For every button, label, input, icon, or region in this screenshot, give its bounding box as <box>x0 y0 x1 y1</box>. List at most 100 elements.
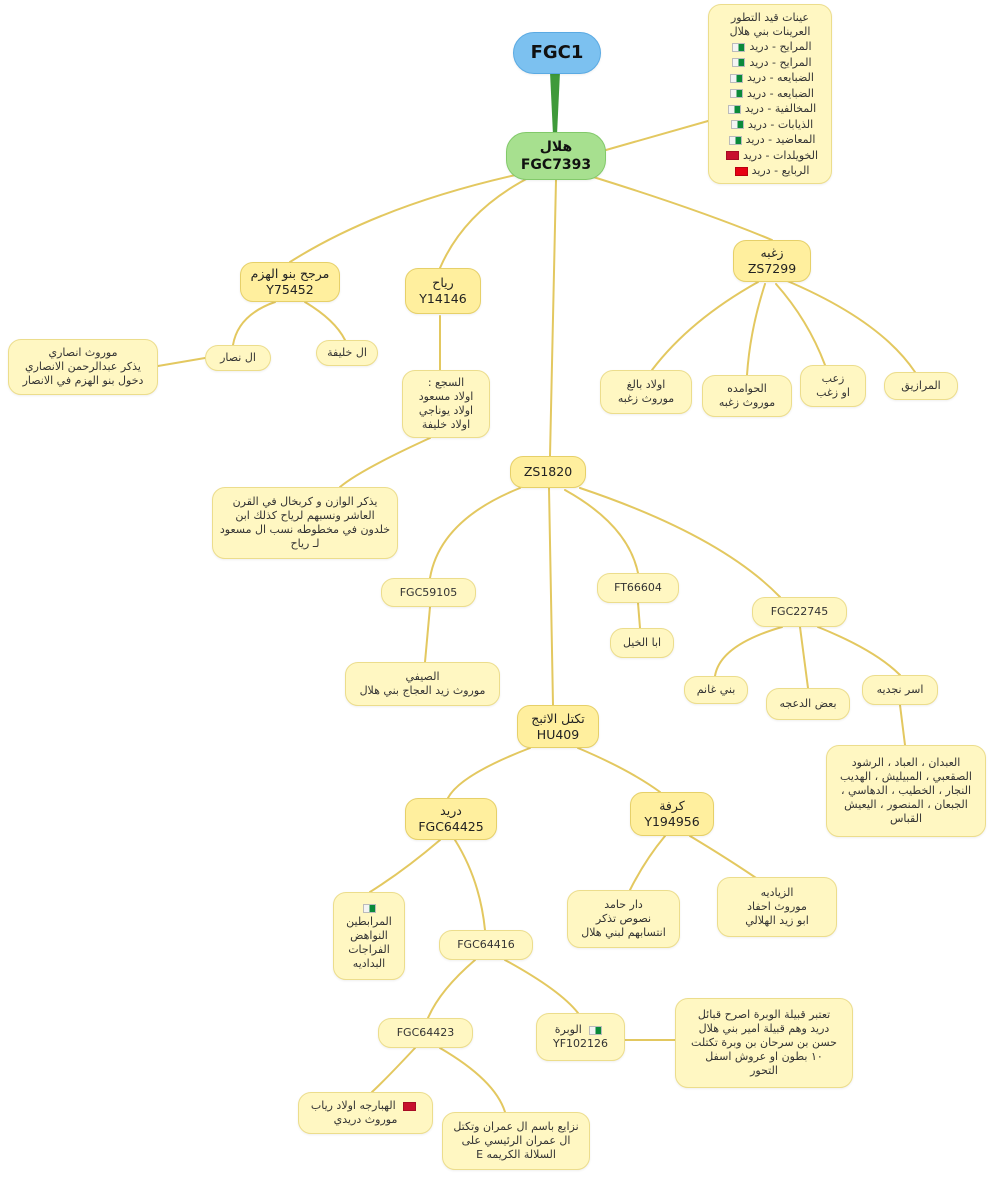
link-zs1820-fgc22745 <box>579 487 781 598</box>
libya-flag-icon <box>403 1101 417 1111</box>
link-hu409-dureid <box>447 747 531 799</box>
algeria-flag-icon <box>728 135 742 145</box>
algeria-flag-icon <box>730 120 744 129</box>
sample-row: الربايع - دريد <box>717 163 823 179</box>
link-fgc22745-daajah <box>799 626 809 689</box>
node-fgc59105[interactable]: FGC59105 <box>381 578 476 607</box>
link-ft66604-aba <box>637 602 641 629</box>
link-dureid-fgc64416 <box>454 839 486 931</box>
node-karfa-y194956[interactable]: كرفة Y194956 <box>630 792 714 836</box>
sample-row: المرايح - دريد <box>717 55 823 71</box>
node-aba-alkheil[interactable]: ابا الخيل <box>610 628 674 658</box>
link-hilal-zs1820 <box>549 179 557 457</box>
node-marazig[interactable]: المرازيق <box>884 372 958 400</box>
node-hu409[interactable]: تكتل الاثبج HU409 <box>517 705 599 748</box>
node-usar-najdiyah[interactable]: اسر نجديه <box>862 675 938 705</box>
link-hilal-murajjah <box>289 173 521 263</box>
link-nassar-ansari <box>157 357 206 367</box>
node-dureid-fgc64425[interactable]: دريد FGC64425 <box>405 798 497 840</box>
node-nizaa[interactable]: نزايع باسم ال عمران وتكتل ال عمران الرئي… <box>442 1112 590 1170</box>
tunisia-flag-icon <box>734 166 748 176</box>
node-najdi-families[interactable]: العبدان ، العباد ، الرشود الصقعبي ، المب… <box>826 745 986 837</box>
node-label: دريد FGC64425 <box>418 803 484 834</box>
node-hilal-fgc7393[interactable]: هلال FGC7393 <box>506 132 606 180</box>
link-fgc64423-nizaa <box>439 1047 506 1113</box>
sample-row: الضبايعه - دريد <box>717 86 823 102</box>
link-zughba-balegh <box>651 281 759 371</box>
sample-row: المعاضيد - دريد <box>717 132 823 148</box>
link-sajaa-note <box>339 437 431 488</box>
sample-row: المرايح - دريد <box>717 39 823 55</box>
node-sajaa[interactable]: السجع : اولاد مسعود اولاد يوناجي اولاد خ… <box>402 370 490 438</box>
algeria-flag-icon <box>730 73 744 83</box>
node-awlad-balegh[interactable]: اولاد بالغ موروث زغبه <box>600 370 692 414</box>
node-al-nassar[interactable]: ال نصار <box>205 345 271 371</box>
node-zughba-zs7299[interactable]: زغبه ZS7299 <box>733 240 811 282</box>
sample-row-label: الربايع - دريد <box>751 164 810 177</box>
node-fgc64423[interactable]: FGC64423 <box>378 1018 473 1048</box>
samples-title: عينات قيد التطور العرينات بني هلال <box>729 11 811 38</box>
node-mawruth-ansari[interactable]: موروث انصاري يذكر عبدالرحمن الانصاري دخو… <box>8 339 158 395</box>
node-label: نزايع باسم ال عمران وتكتل ال عمران الرئي… <box>453 1120 579 1161</box>
samples-box[interactable]: عينات قيد التطور العرينات بني هلال المرا… <box>708 4 832 184</box>
node-riyah-y14146[interactable]: رياح Y14146 <box>405 268 481 314</box>
node-label: FGC64416 <box>457 938 515 951</box>
link-hu409-karfa <box>577 747 661 793</box>
link-fgc64416-fgc64423 <box>427 959 476 1019</box>
node-label: زعب او زغب <box>816 372 850 399</box>
node-label: الحوامده موروث زغبه <box>718 382 776 409</box>
node-bani-ghanem[interactable]: بني غانم <box>684 676 748 704</box>
node-murabitin[interactable]: المرابطين النواهض الفراجات البداديه <box>333 892 405 980</box>
node-fgc64416[interactable]: FGC64416 <box>439 930 533 960</box>
node-fgc22745[interactable]: FGC22745 <box>752 597 847 627</box>
algeria-flag-icon <box>730 89 744 98</box>
link-zughba-zaab <box>775 283 826 366</box>
node-label: ZS1820 <box>523 464 573 479</box>
link-fgc22745-ghanem <box>714 626 783 677</box>
node-label: مرجح بنو الهزم Y75452 <box>250 266 330 297</box>
link-hilal-zughba <box>589 175 773 241</box>
node-ft66604[interactable]: FT66604 <box>597 573 679 603</box>
link-fgc64423-hararja <box>371 1047 416 1093</box>
node-zayadiya[interactable]: الزياديه موروث احفاد ابو زيد الهلالي <box>717 877 837 937</box>
node-wazzan-note[interactable]: يذكر الوازن و كربخال في القرن العاشر ونس… <box>212 487 398 559</box>
node-sayfi[interactable]: الصيفي موروث زيد العجاج بني هلال <box>345 662 500 706</box>
link-zs1820-fgc59105 <box>429 487 521 579</box>
node-label: ابا الخيل <box>622 636 662 649</box>
node-label: الوبرة YF102126 <box>552 1023 609 1050</box>
node-label: العبدان ، العباد ، الرشود الصقعبي ، المب… <box>840 756 972 825</box>
node-wabra-yf102126[interactable]: الوبرة YF102126 <box>536 1013 625 1061</box>
link-dureid-murabitin <box>369 839 441 893</box>
link-hilal-riyah <box>439 175 533 269</box>
sample-row-label: المعاضيد - دريد <box>745 133 816 146</box>
node-label: بعض الدعجه <box>779 697 837 710</box>
libya-flag-icon <box>725 151 739 160</box>
node-label: دار حامد نصوص تذكر انتسابهم لبني هلال <box>581 898 666 939</box>
link-murajjah-khalifa <box>304 301 346 341</box>
link-fgc64416-wabra <box>504 959 579 1014</box>
link-zughba-hawamda <box>746 283 766 376</box>
sample-row-label: المخالفية - دريد <box>744 102 817 115</box>
node-label: FT66604 <box>614 581 662 594</box>
node-zs1820[interactable]: ZS1820 <box>510 456 586 488</box>
root-node-fgc1[interactable]: FGC1 <box>513 32 601 74</box>
node-al-khalifa[interactable]: ال خليفة <box>316 340 378 366</box>
node-murajjah-y75452[interactable]: مرجح بنو الهزم Y75452 <box>240 262 340 302</box>
node-zaab[interactable]: زعب او زغب <box>800 365 866 407</box>
link-zughba-marazig <box>784 279 916 373</box>
sample-row-label: الضبايعه - دريد <box>747 86 814 100</box>
node-label: يذكر الوازن و كربخال في القرن العاشر ونس… <box>219 495 391 550</box>
node-hawamda[interactable]: الحوامده موروث زغبه <box>702 375 792 417</box>
branch-lines <box>157 120 916 1113</box>
node-baad-daajah[interactable]: بعض الدعجه <box>766 688 850 720</box>
node-dar-hamed[interactable]: دار حامد نصوص تذكر انتسابهم لبني هلال <box>567 890 680 948</box>
node-wabra-note[interactable]: تعتبر قبيلة الوبرة اصرح قبائل دريد وهم ق… <box>675 998 853 1088</box>
node-label: زغبه ZS7299 <box>747 245 797 276</box>
link-fgc22745-najdiyah <box>817 626 901 676</box>
node-hararja[interactable]: الهبارجه اولاد رياب موروث دريدي <box>298 1092 433 1134</box>
node-label: تعتبر قبيلة الوبرة اصرح قبائل دريد وهم ق… <box>691 1008 837 1077</box>
link-zs1820-hu409 <box>548 487 554 706</box>
node-label: كرفة Y194956 <box>644 798 700 829</box>
node-label: FGC59105 <box>399 585 458 599</box>
